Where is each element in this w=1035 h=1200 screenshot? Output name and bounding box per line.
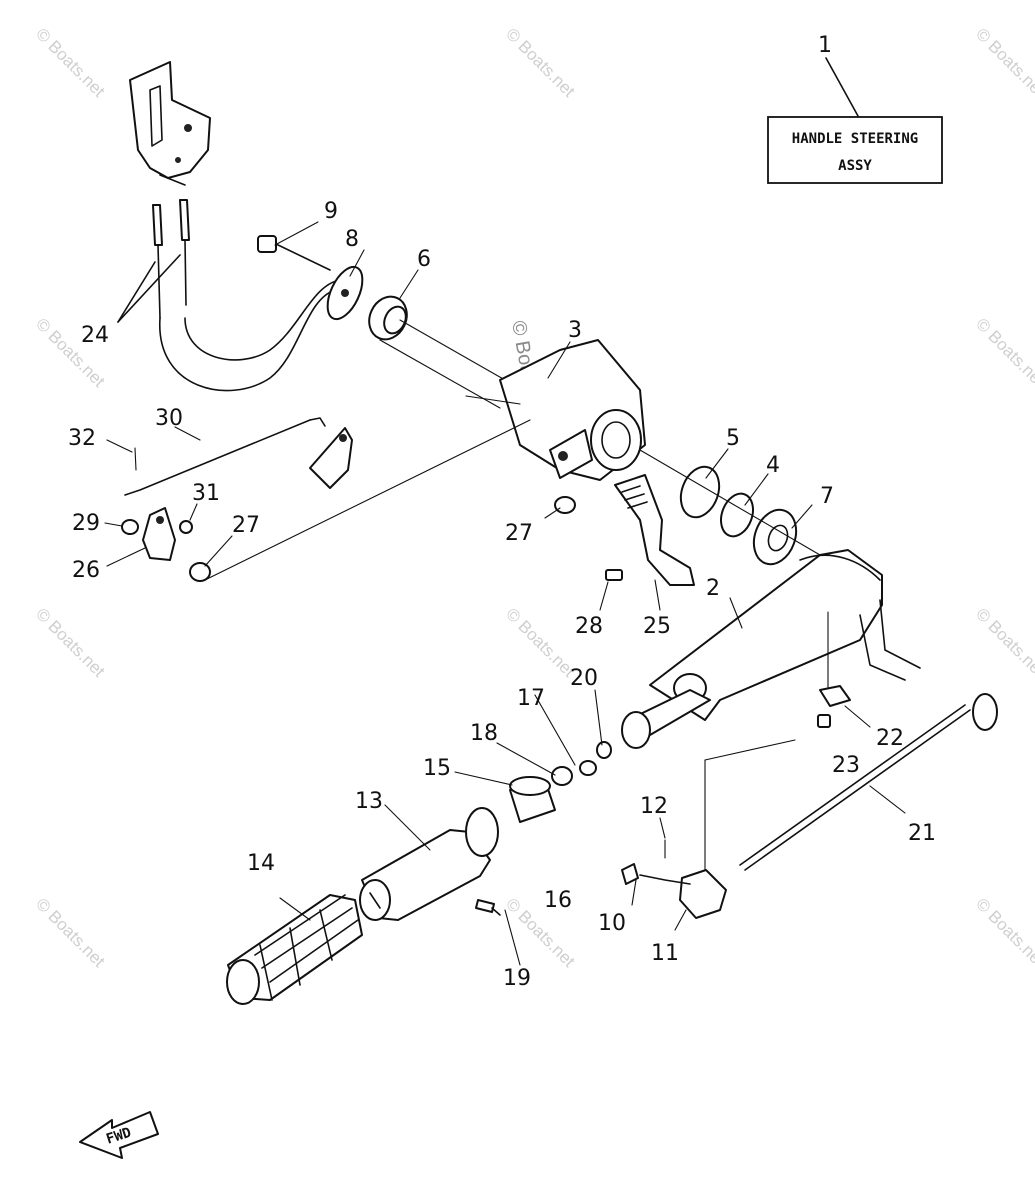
callout-22: 22: [876, 726, 904, 751]
watermark: © Boats.net: [502, 604, 579, 681]
callout-25: 25: [643, 614, 671, 639]
callout-1: 1: [818, 33, 832, 58]
callout-7: 7: [820, 484, 834, 509]
steering-handle-arm: [621, 549, 921, 749]
link-rod-assembly: [121, 417, 353, 582]
callout-20: 20: [570, 666, 598, 691]
callout-17: 17: [517, 686, 545, 711]
callout-16: 16: [544, 888, 572, 913]
watermark: © Boats.net: [32, 604, 109, 681]
callout-28: 28: [575, 614, 603, 639]
callout-21: 21: [908, 821, 936, 846]
fwd-label: FWD: [104, 1125, 133, 1148]
callout-11: 11: [651, 941, 679, 966]
callout-31: 31: [192, 481, 220, 506]
callout-4: 4: [766, 453, 780, 478]
watermark: © Boats.net: [32, 24, 109, 101]
callout-32: 32: [68, 426, 96, 451]
callout-19: 19: [503, 966, 531, 991]
callout-3: 3: [568, 318, 582, 343]
assembly-label: HANDLE STEERING ASSY: [767, 57, 943, 184]
callout-26: 26: [72, 558, 100, 583]
watermark: © Boats.net: [972, 604, 1035, 681]
callout-24: 24: [81, 323, 109, 348]
callout-2: 2: [706, 576, 720, 601]
watermark: © Boats.net: [32, 894, 109, 971]
assembly-label-line2: ASSY: [838, 158, 872, 174]
callout-8: 8: [345, 227, 359, 252]
callout-23: 23: [832, 753, 860, 778]
callout-10: 10: [598, 911, 626, 936]
callouts: 1 2 3 4 5 6 7 8 9 10 11 12 13 14 15 16 1…: [68, 33, 936, 991]
throttle-grip-parts: [226, 741, 612, 1005]
watermark: © Boats.net: [972, 314, 1035, 391]
assembly-label-line1: HANDLE STEERING: [792, 131, 918, 147]
callout-15: 15: [423, 756, 451, 781]
callout-6: 6: [417, 247, 431, 272]
callout-27: 27: [505, 521, 533, 546]
callout-30: 30: [155, 406, 183, 431]
callout-18: 18: [470, 721, 498, 746]
cable-bracket: [129, 61, 211, 186]
callout-29: 29: [72, 511, 100, 536]
watermark: © Boats.net: [502, 24, 579, 101]
throttle-cables: [117, 199, 341, 392]
steering-bracket-housing: [204, 339, 646, 581]
friction-parts: [554, 449, 821, 586]
throttle-cable-assembly: [621, 685, 998, 919]
callout-12: 12: [640, 794, 668, 819]
callout-13: 13: [355, 789, 383, 814]
callout-9: 9: [324, 199, 338, 224]
watermark: © Boats.net: [972, 24, 1035, 101]
leader-lines: [104, 341, 906, 931]
forward-arrow: FWD: [79, 1111, 159, 1159]
callout-5: 5: [726, 426, 740, 451]
callout-14: 14: [247, 851, 275, 876]
callout-27: 27: [232, 513, 260, 538]
watermark: © Boats.net: [972, 894, 1035, 971]
